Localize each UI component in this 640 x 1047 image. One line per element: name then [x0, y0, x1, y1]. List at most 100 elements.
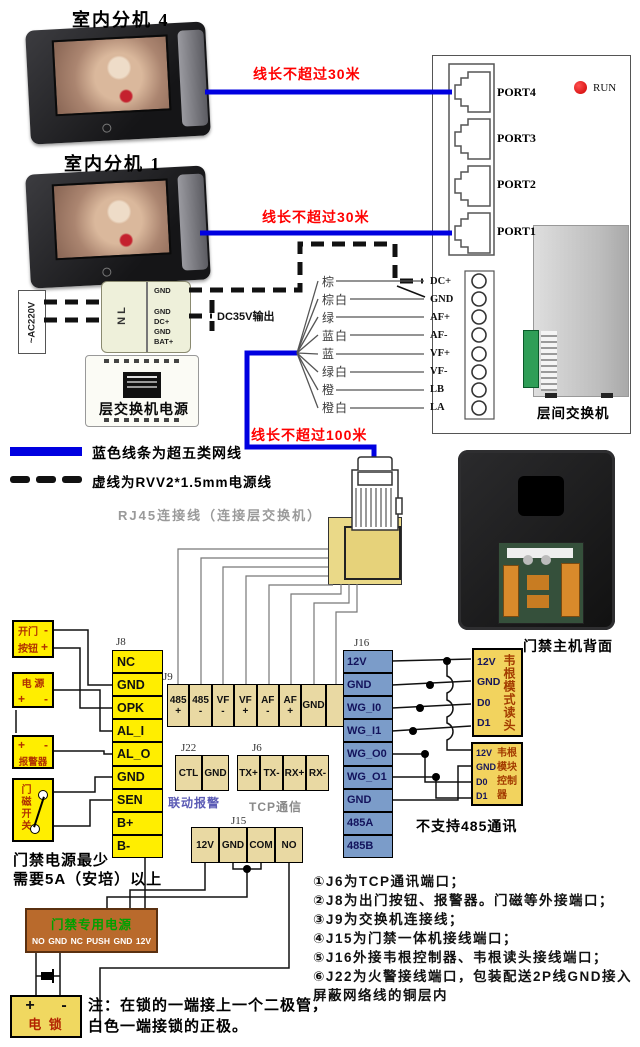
vent-slots	[104, 418, 180, 422]
wire-color-label: 橙白	[322, 400, 349, 415]
rj45-plug-pins	[355, 488, 392, 527]
j9-label: J9	[163, 671, 173, 683]
lock-note-1: 注：在锁的一端接上一个二极管，	[88, 997, 329, 1014]
rj45-cable-label: RJ45连接线（连接层交换机）	[118, 508, 323, 523]
polarity-sign: +	[18, 738, 26, 752]
door-unit-backside	[458, 450, 615, 630]
psu-min-note-1: 门禁电源最少	[13, 852, 110, 869]
alarm-box: + - 报警器	[12, 735, 54, 769]
j6-pin: RX-	[306, 755, 329, 791]
legend-cat5-text: 蓝色线条为超五类网线	[92, 445, 242, 461]
junction-dot	[409, 657, 451, 781]
j8-pin: B+	[112, 811, 163, 835]
j6-pin: TX-	[260, 755, 283, 791]
pcb-sticker	[507, 548, 573, 558]
switch-psu-label: 层交换机电源	[99, 401, 189, 417]
psu-terminal-label: GND	[113, 936, 133, 946]
monitor1-title: 室内分机 1	[64, 154, 162, 174]
rj45-plug-icon	[351, 456, 403, 531]
polarity-sign: +	[18, 692, 26, 706]
wire-color-label: 橙	[322, 382, 336, 397]
port4-label: PORT4	[497, 85, 536, 99]
dc-output-pin-label: GND	[154, 307, 171, 316]
module-foot	[545, 393, 557, 398]
psu-terminal-label: NC	[70, 936, 83, 946]
note-line: ①J6为TCP通讯端口；	[313, 874, 466, 889]
port2-label: PORT2	[497, 177, 536, 191]
j9-rj45-wire	[177, 548, 358, 684]
polarity-sign: -	[44, 623, 48, 637]
j9-pin: GND	[301, 684, 326, 727]
device-label: 报警器	[18, 757, 48, 768]
lock-note-2: 白色一端接锁的正极。	[88, 1018, 249, 1035]
j8-pin: OPK	[112, 696, 163, 720]
lock-label: 电 锁	[28, 1017, 64, 1032]
reader-pin-label: D1	[477, 716, 491, 729]
device-wire	[15, 629, 112, 827]
j15-pin: NO	[275, 827, 303, 863]
dc-output-pin-label: DC+	[154, 317, 170, 326]
j8-pin: NC	[112, 650, 163, 674]
dc35v-output-label: DC35V输出	[217, 311, 275, 323]
junction-dot	[243, 865, 251, 873]
module-foot	[601, 393, 613, 398]
polarity-sign: -	[44, 738, 48, 752]
panel-terminal-label: LB	[430, 384, 445, 396]
cable-note-30m-1: 线长不超过30米	[253, 66, 361, 82]
wiegand-wire	[391, 658, 472, 801]
j15-label: J15	[231, 815, 247, 827]
electric-lock-box: + - 电 锁	[10, 995, 82, 1038]
wire-color-label: 蓝白	[322, 328, 349, 343]
j16-pin: GND	[343, 788, 393, 812]
psu-terminal-label: 12V	[135, 936, 151, 946]
pcb-cap	[523, 555, 533, 565]
j15-pin: 12V	[191, 827, 219, 863]
switch-psu-photo	[85, 355, 199, 427]
run-label: RUN	[593, 82, 617, 94]
j9-pin: 485 -	[189, 684, 212, 727]
j9-terminal-row: 485 +485 -VF -VF +AF -AF +GND	[167, 684, 348, 727]
spec-sticker	[123, 372, 161, 398]
j6-pin: TX+	[237, 755, 260, 791]
panel-terminal-label: GND	[430, 293, 454, 305]
terminal-block-left	[503, 565, 519, 617]
device-label: 门磁开关	[19, 784, 30, 832]
device-label: 按钮	[18, 644, 38, 655]
note-line: ③J9为交换机连接线；	[313, 912, 464, 927]
j9-pin: AF -	[256, 684, 279, 727]
device-label: 开门	[18, 627, 38, 638]
reader-pin-label: 12V	[477, 656, 496, 669]
access-psu-title: 门禁专用电源	[50, 918, 132, 932]
dc-output-pin-label: GND	[154, 286, 171, 295]
controller-label: 韦根模块控制器	[497, 748, 517, 801]
j16-label: J16	[354, 637, 370, 649]
psu-terminal-label: PUSH	[86, 936, 110, 946]
reader-pin-label: GND	[477, 676, 501, 689]
rvv-power-cable	[44, 241, 423, 331]
j16-pin: 12V	[343, 650, 393, 674]
pcb-cap	[541, 555, 551, 565]
psu-min-note-2: 需要5A（安培）以上	[13, 871, 163, 888]
run-led-icon	[574, 81, 587, 94]
terminal-block-mid	[527, 575, 549, 590]
diode-icon	[41, 972, 52, 980]
terminal-block-mid	[527, 595, 549, 608]
j6-caption: TCP通信	[249, 800, 303, 814]
controller-pin-label: D1	[476, 790, 488, 801]
j16-pin: WG_O1	[343, 765, 393, 789]
controller-pin-label: D0	[476, 776, 488, 787]
wire-color-labels: 棕棕白绿蓝白蓝绿白橙橙白	[322, 272, 352, 416]
panel-terminal-label: VF+	[430, 348, 450, 360]
module-divider	[146, 282, 148, 352]
floor-switch-label: 层间交换机	[537, 406, 610, 421]
door-magnet-switch-box: 门磁开关	[12, 778, 54, 842]
terminal-block-right	[561, 563, 580, 617]
